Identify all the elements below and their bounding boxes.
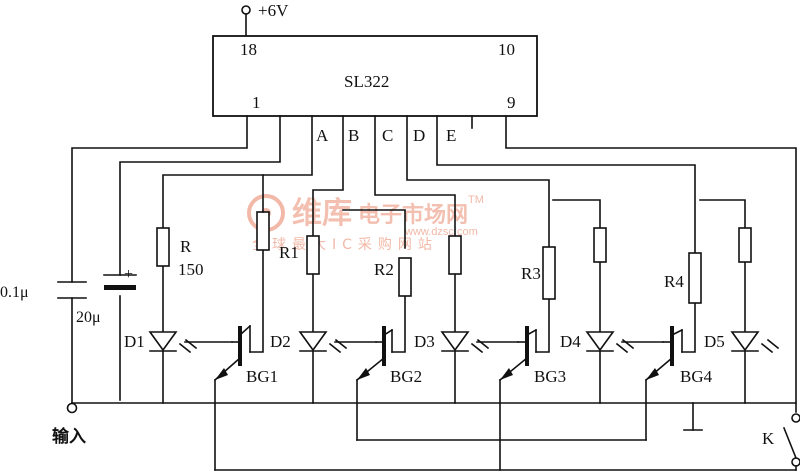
output-label-b: B xyxy=(348,126,359,145)
switch-k: K xyxy=(762,413,800,471)
output-label-a: A xyxy=(316,126,329,145)
led-d5: D5 xyxy=(704,331,780,354)
resistor-r2 xyxy=(398,257,412,297)
transistor-bg3: BG3 xyxy=(498,326,566,386)
capacitor-20u: + 20μ xyxy=(76,266,137,326)
led-d2: D2 xyxy=(270,331,348,354)
output-label-d: D xyxy=(413,126,425,145)
switch-label: K xyxy=(762,429,775,448)
led-d2-label: D2 xyxy=(270,332,291,351)
resistor-r2-label: R2 xyxy=(374,260,394,279)
resistor-led5 xyxy=(738,227,752,263)
led-d3: D3 xyxy=(414,331,490,354)
capacitor-0-1u: 0.1μ xyxy=(0,281,87,301)
resistor-led4 xyxy=(593,227,607,263)
led-d4: D4 xyxy=(560,331,635,354)
led-d4-label: D4 xyxy=(560,332,581,351)
resistor-r3 xyxy=(542,246,556,300)
transistor-bg3-label: BG3 xyxy=(534,367,566,386)
chip-pin-18: 18 xyxy=(240,40,257,59)
chip-name: SL322 xyxy=(344,72,389,91)
resistor-r4-label: R4 xyxy=(664,272,684,291)
transistor-bg4: BG4 xyxy=(644,326,713,386)
watermark-tm: TM xyxy=(468,194,484,206)
chip-sl322: 18 10 SL322 1 9 xyxy=(212,35,538,117)
input-label: 输入 xyxy=(52,426,86,447)
output-label-c: C xyxy=(382,126,393,145)
led-d5-label: D5 xyxy=(704,332,725,351)
leds: D1 D2 D3 D4 D5 xyxy=(124,331,780,354)
watermark-brand: 维库 xyxy=(292,196,352,231)
chip-body xyxy=(212,35,538,117)
transistors: BG1 BG2 BG3 BG4 xyxy=(213,324,713,386)
resistor-r-label: R xyxy=(180,237,192,256)
supply-label: +6V xyxy=(258,1,289,20)
led-d3-label: D3 xyxy=(414,332,435,351)
watermark-subtitle: 电子市场网 xyxy=(358,202,468,228)
led-d1: D1 xyxy=(124,331,198,354)
supply: +6V xyxy=(241,1,289,37)
resistor-r-collector-1 xyxy=(256,211,270,251)
wires xyxy=(71,115,797,471)
led-d1-label: D1 xyxy=(124,332,145,351)
transistor-bg2: BG2 xyxy=(355,326,422,386)
resistor-r-value: 150 xyxy=(178,260,204,279)
watermark-url: www.dzsc.com xyxy=(404,226,478,238)
switch-bottom-terminal-icon xyxy=(791,457,800,467)
resistors: R 150 R1 R2 R3 R4 xyxy=(156,174,752,304)
input-terminal-icon xyxy=(66,402,78,414)
cap1-label: 0.1μ xyxy=(0,284,29,301)
chip-pin-9: 9 xyxy=(507,93,516,112)
cap2-label: 20μ xyxy=(76,309,101,326)
cap2-plate xyxy=(104,285,136,290)
supply-terminal-icon xyxy=(241,5,251,15)
transistor-bg4-label: BG4 xyxy=(680,367,713,386)
chip-pin-1: 1 xyxy=(252,93,261,112)
resistor-r1 xyxy=(306,235,320,275)
transistor-bg1-label: BG1 xyxy=(246,367,278,386)
resistor-r1-label: R1 xyxy=(279,243,299,262)
resistor-led3 xyxy=(448,235,462,275)
output-label-e: E xyxy=(446,126,456,145)
resistor-r3-label: R3 xyxy=(521,264,541,283)
resistor-r4 xyxy=(688,252,702,304)
input-terminal: 输入 xyxy=(52,402,86,447)
resistor-r xyxy=(156,227,170,267)
watermark-slogan: 全球最大IC采购网站 xyxy=(252,236,438,253)
switch-top-terminal-icon xyxy=(791,413,800,423)
cap2-plus: + xyxy=(124,266,133,283)
chip-pin-10: 10 xyxy=(498,40,515,59)
watermark: 维库 电子市场网 TM www.dzsc.com 全球最大IC采购网站 xyxy=(247,194,484,253)
transistor-bg1: BG1 xyxy=(213,324,278,386)
transistor-bg2-label: BG2 xyxy=(390,367,422,386)
